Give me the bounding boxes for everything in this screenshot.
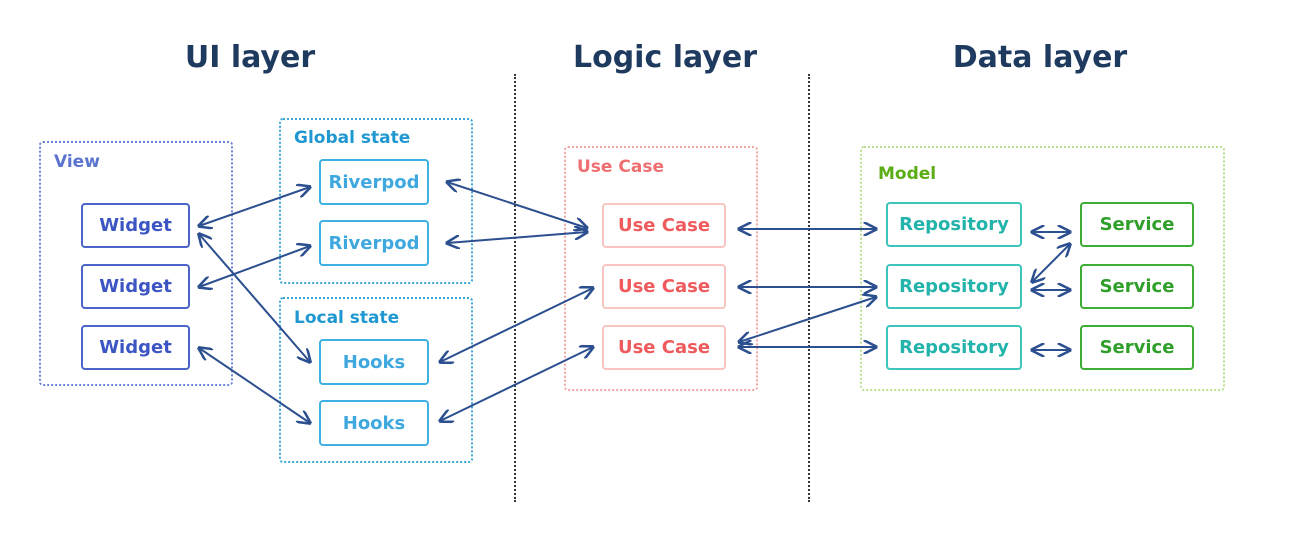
- global-state-group-label: Global state: [294, 128, 411, 148]
- service-node-2: Service: [1080, 264, 1194, 309]
- hooks-node-2: Hooks: [319, 400, 429, 446]
- service-node-1: Service: [1080, 202, 1194, 247]
- arrow-usecase3-repository2: [739, 297, 876, 342]
- arrow-riverpod1-usecase1: [447, 182, 587, 228]
- widget-node-2: Widget: [81, 264, 190, 309]
- use-case-node-2: Use Case: [602, 264, 726, 309]
- hooks-node-1: Hooks: [319, 339, 429, 385]
- model-group-label: Model: [878, 164, 937, 184]
- arrow-riverpod2-usecase1: [447, 232, 587, 243]
- arrow-repository2-service1: [1032, 244, 1070, 282]
- data-layer-title: Data layer: [952, 40, 1128, 75]
- local-state-group-label: Local state: [294, 308, 400, 328]
- use-case-group-label: Use Case: [577, 157, 664, 177]
- riverpod-node-1: Riverpod: [319, 159, 429, 205]
- repository-node-1: Repository: [886, 202, 1022, 247]
- widget-node-1: Widget: [81, 203, 190, 248]
- arrow-widget3-hooks2: [199, 348, 310, 423]
- use-case-node-1: Use Case: [602, 203, 726, 248]
- widget-node-3: Widget: [81, 325, 190, 370]
- arrow-hooks2-usecase3: [440, 347, 593, 421]
- arrow-widget1-riverpod1: [199, 187, 310, 226]
- repository-node-3: Repository: [886, 325, 1022, 370]
- arrow-widget2-riverpod2: [199, 246, 310, 287]
- arrow-hooks1-usecase2: [440, 288, 593, 362]
- use-case-group: [564, 146, 758, 391]
- view-group-label: View: [54, 152, 100, 172]
- ui-layer-title: UI layer: [184, 40, 316, 75]
- model-group: [860, 146, 1225, 391]
- use-case-node-3: Use Case: [602, 325, 726, 370]
- logic-layer-title: Logic layer: [572, 40, 757, 75]
- service-node-3: Service: [1080, 325, 1194, 370]
- repository-node-2: Repository: [886, 264, 1022, 309]
- riverpod-node-2: Riverpod: [319, 220, 429, 266]
